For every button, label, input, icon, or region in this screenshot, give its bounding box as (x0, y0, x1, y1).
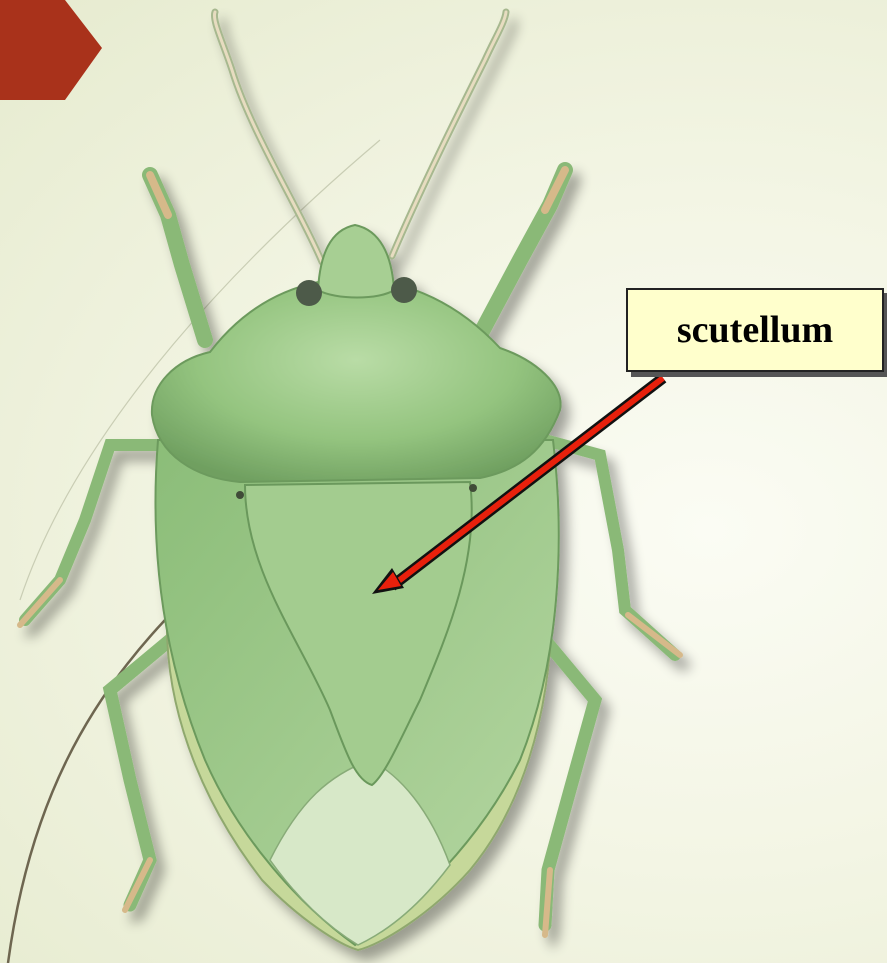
hind-right-leg (545, 640, 595, 925)
scutellum-spot-left (236, 491, 244, 499)
left-eye (296, 280, 322, 306)
head (318, 225, 394, 298)
scutellum-spot-right (469, 484, 477, 492)
right-eye (391, 277, 417, 303)
middle-right-tarsus (628, 615, 680, 655)
scutellum-label: scutellum (626, 288, 884, 372)
corner-tab (0, 0, 102, 100)
hind-left-leg (110, 640, 170, 905)
left-antenna (214, 12, 322, 262)
middle-right-leg (545, 440, 675, 655)
scutellum-label-text: scutellum (677, 308, 833, 352)
stink-bug-illustration (20, 12, 680, 950)
right-antenna-inner (392, 12, 506, 256)
middle-left-tarsus (20, 580, 60, 625)
